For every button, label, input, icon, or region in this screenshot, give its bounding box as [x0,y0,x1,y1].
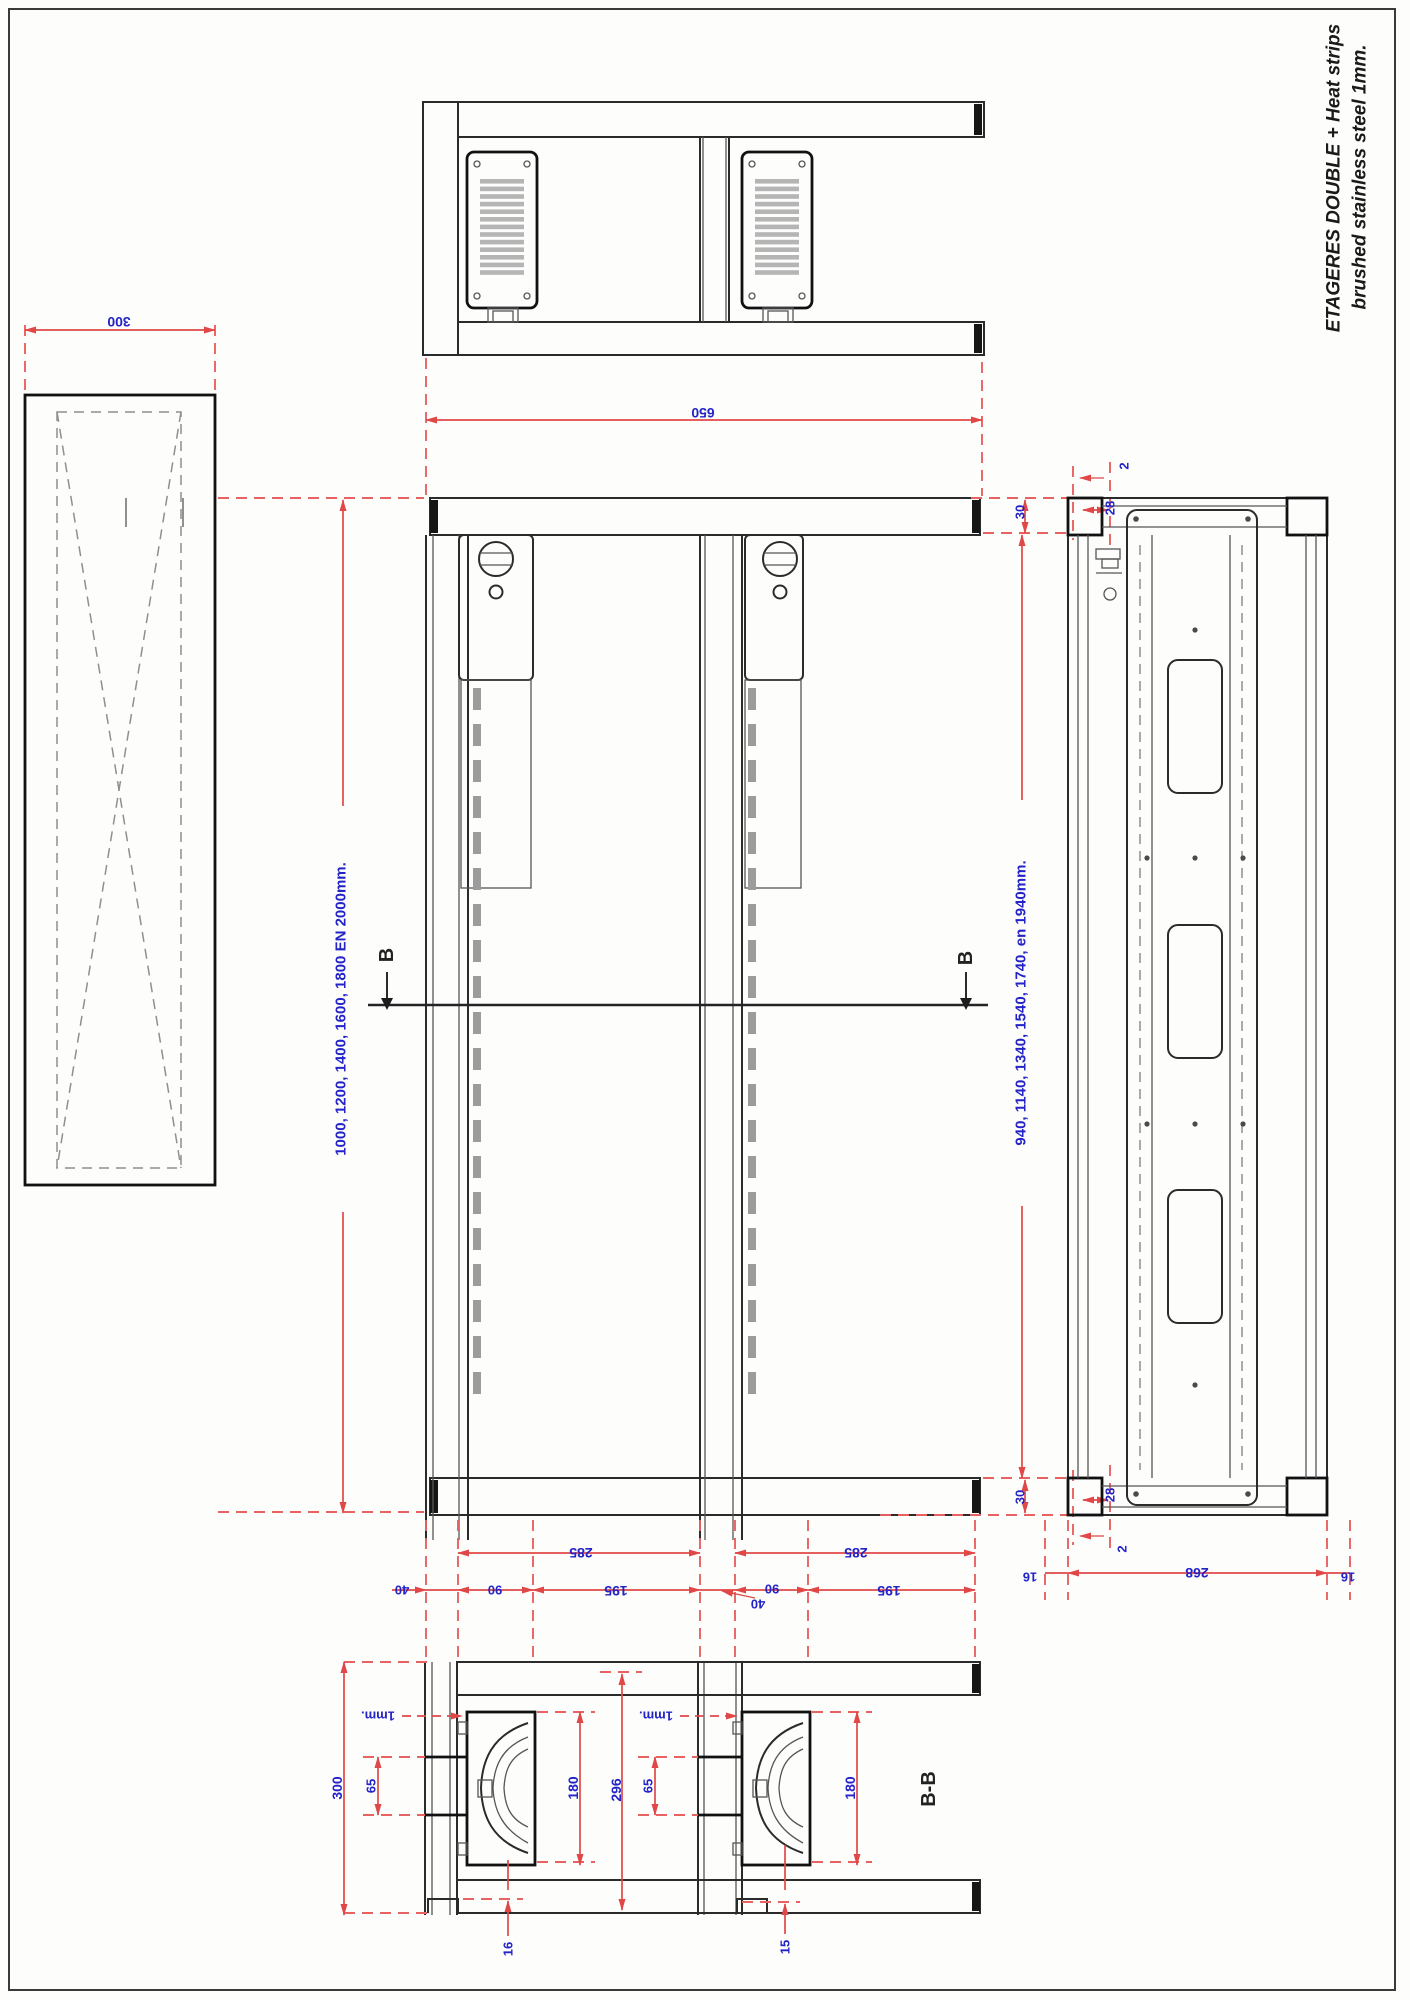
section-bb-view [340,1661,981,1936]
heat-strip-section-2 [732,1710,812,1867]
hanger-bracket-right [744,534,804,889]
side-view [1018,496,1351,1600]
section-cut-line [368,972,988,1010]
heat-strip-section-1 [457,1710,537,1867]
heat-strip-unit-top-1 [465,150,539,323]
sheet-border [8,8,1396,1991]
main-elevation-view [218,462,1130,1658]
top-view [422,101,985,496]
plan-view [23,322,217,1187]
heat-strip-unit-top-2 [740,150,814,323]
slot-rail-left [473,688,481,1394]
hanger-bracket-left [458,534,534,889]
slot-rail-right [748,688,756,1394]
mounting-clip-detail [1095,548,1122,601]
